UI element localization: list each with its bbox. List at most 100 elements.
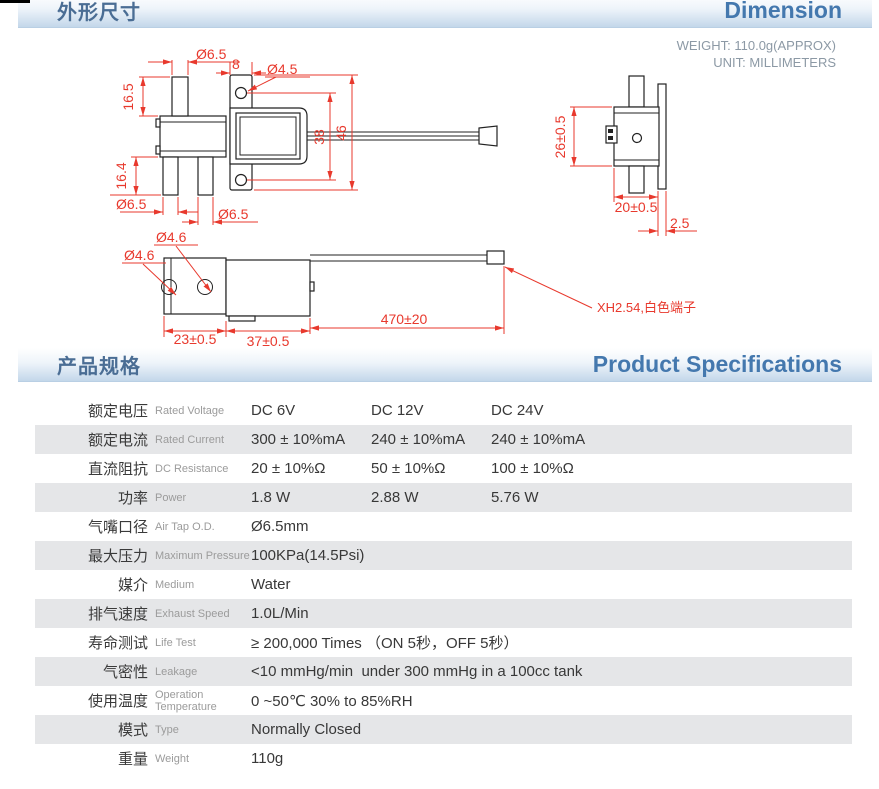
dim-label: 470±20 <box>381 311 428 327</box>
unit-note: UNIT: MILLIMETERS <box>713 55 836 70</box>
spec-label-en: Type <box>155 723 179 736</box>
spec-value: 100KPa(14.5Psi) <box>251 547 365 564</box>
spec-value: 2.88 W <box>371 489 419 506</box>
spec-row-medium: 媒介 Medium Water <box>35 570 852 599</box>
spec-label-en: Power <box>155 491 187 504</box>
valve-body <box>159 115 227 158</box>
spec-value: 0 ~50℃ 30% to 85%RH <box>251 692 413 710</box>
spec-label-en: Weight <box>155 752 190 765</box>
spec-row-leakage: 气密性 Leakage <10 mmHg/min under 300 mmHg … <box>35 657 852 686</box>
spec-value: 240 ± 10%mA <box>371 431 466 448</box>
connector-note-label: XH2.54,白色端子 <box>597 300 696 315</box>
spec-value: 110g <box>251 750 284 767</box>
spec-value: DC 6V <box>251 402 296 419</box>
spec-value: 300 ± 10%mA <box>251 431 346 448</box>
spec-row-operation-temperature: 使用温度 Operation Temperature 0 ~50℃ 30% to… <box>35 686 852 715</box>
spec-label-cn: 气密性 <box>102 664 148 681</box>
section-header-specs: 产品规格 Product Specifications <box>18 348 872 382</box>
spec-label-cn: 重量 <box>117 751 148 768</box>
top-edge-artifact <box>0 0 30 3</box>
dim-label: Ø4.5 <box>267 61 298 77</box>
spec-row-exhaust-speed: 排气速度 Exhaust Speed 1.0L/Min <box>35 599 852 628</box>
section-title-cn: 产品规格 <box>57 356 141 378</box>
top-nozzle <box>171 76 189 117</box>
top-view-drawing <box>161 250 505 322</box>
spec-label-cn: 寿命测试 <box>87 635 148 652</box>
wire-connector <box>478 125 498 147</box>
spec-row-dc-resistance: 直流阻抗 DC Resistance 20 ± 10%Ω 50 ± 10%Ω 1… <box>35 454 852 483</box>
bottom-nozzle-left <box>162 156 179 196</box>
spec-label-en: Exhaust Speed <box>155 607 230 620</box>
spec-row-air-tap: 气嘴口径 Air Tap O.D. Ø6.5mm <box>35 512 852 541</box>
top-nozzle-end <box>628 75 645 108</box>
dim-label: Ø6.5 <box>116 196 147 212</box>
spec-value: DC 24V <box>491 402 544 419</box>
spec-value: 50 ± 10%Ω <box>371 460 446 477</box>
spec-value: Normally Closed <box>251 721 362 738</box>
spec-value: 100 ± 10%Ω <box>491 460 574 477</box>
connector-end <box>605 125 618 144</box>
top-view-dimensions: Ø4.6 Ø4.6 470±20 23±0.5 37±0.5 XH2.54,白色… <box>122 229 696 349</box>
spec-label-en: DC Resistance <box>155 462 229 475</box>
spec-row-power: 功率 Power 1.8 W 2.88 W 5.76 W <box>35 483 852 512</box>
dim-label: 26±0.5 <box>552 115 568 158</box>
solenoid-coil <box>235 112 301 160</box>
spec-label-cn: 使用温度 <box>87 693 148 710</box>
dim-label: 23±0.5 <box>174 331 217 347</box>
dim-label: 8 <box>232 56 240 72</box>
bottom-nozzle-right <box>197 156 214 196</box>
spec-label-en: Air Tap O.D. <box>155 520 215 533</box>
spec-value: Water <box>251 576 291 593</box>
dim-label: 38 <box>311 129 327 145</box>
side-view-dimensions: Ø6.5 8 Ø4.5 16.5 38 46 16.4 <box>110 46 358 225</box>
spec-label-cn: 功率 <box>117 490 148 507</box>
section-title-en: Dimension <box>724 0 842 23</box>
spec-row-rated-voltage: 额定电压 Rated Voltage DC 6V DC 12V DC 24V <box>35 396 852 425</box>
weight-note: WEIGHT: 110.0g(APPROX) <box>676 38 836 53</box>
spec-label-cn: 媒介 <box>117 577 148 594</box>
spec-row-type: 模式 Type Normally Closed <box>35 715 852 744</box>
spec-row-max-pressure: 最大压力 Maximum Pressure 100KPa(14.5Psi) <box>35 541 852 570</box>
spec-label-en: Rated Current <box>155 433 225 446</box>
dim-label: 37±0.5 <box>247 333 290 349</box>
spec-value: 1.8 W <box>251 489 291 506</box>
bottom-nozzle-end <box>628 165 645 194</box>
dim-label: 46 <box>333 125 349 141</box>
spec-value: 1.0L/Min <box>251 605 309 622</box>
center-hole <box>631 132 643 144</box>
spec-label-cn: 额定电流 <box>87 432 148 449</box>
spec-table: 额定电压 Rated Voltage DC 6V DC 12V DC 24V 额… <box>35 396 852 773</box>
spec-label-en: Medium <box>155 578 195 591</box>
spec-value: ≥ 200,000 Times （ON 5秒，OFF 5秒） <box>251 635 519 652</box>
end-view-drawing <box>605 75 667 194</box>
dim-label: 20±0.5 <box>615 199 658 215</box>
nozzle-hole-b <box>197 279 213 295</box>
spec-label-cn: 模式 <box>117 722 148 739</box>
spec-row-weight: 重量 Weight 110g <box>35 744 852 773</box>
section-title-en: Product Specifications <box>592 351 842 377</box>
spec-value: Ø6.5mm <box>251 518 309 535</box>
dim-label: Ø6.5 <box>196 46 227 62</box>
wire-connector-top <box>486 250 505 265</box>
spec-label-en: Rated Voltage <box>155 404 225 417</box>
spec-label-en: Life Test <box>155 636 196 649</box>
dim-label: 16.5 <box>120 83 136 110</box>
spec-value: DC 12V <box>371 402 424 419</box>
dim-label: 16.4 <box>113 162 129 189</box>
side-view-drawing <box>155 74 498 196</box>
spec-label-en: Leakage <box>155 665 198 678</box>
dim-label: Ø6.5 <box>218 206 249 222</box>
dim-label: 2.5 <box>670 215 690 231</box>
section-header-dimension: 外形尺寸 Dimension <box>18 0 872 28</box>
spec-label-en: Maximum Pressure <box>155 549 250 562</box>
spec-label-cn: 直流阻抗 <box>87 461 148 478</box>
bracket-hole-bottom <box>234 173 248 187</box>
spec-label-cn: 额定电压 <box>87 403 148 420</box>
spec-label-cn: 气嘴口径 <box>87 519 148 536</box>
spec-value: 240 ± 10%mA <box>491 431 586 448</box>
spec-label-en: Operation Temperature <box>155 688 217 713</box>
spec-label-cn: 最大压力 <box>87 548 148 565</box>
end-view-dimensions: 26±0.5 20±0.5 2.5 <box>552 106 697 236</box>
section-title-cn: 外形尺寸 <box>57 2 141 24</box>
technical-drawing: Ø6.5 8 Ø4.5 16.5 38 46 16.4 <box>110 46 697 349</box>
